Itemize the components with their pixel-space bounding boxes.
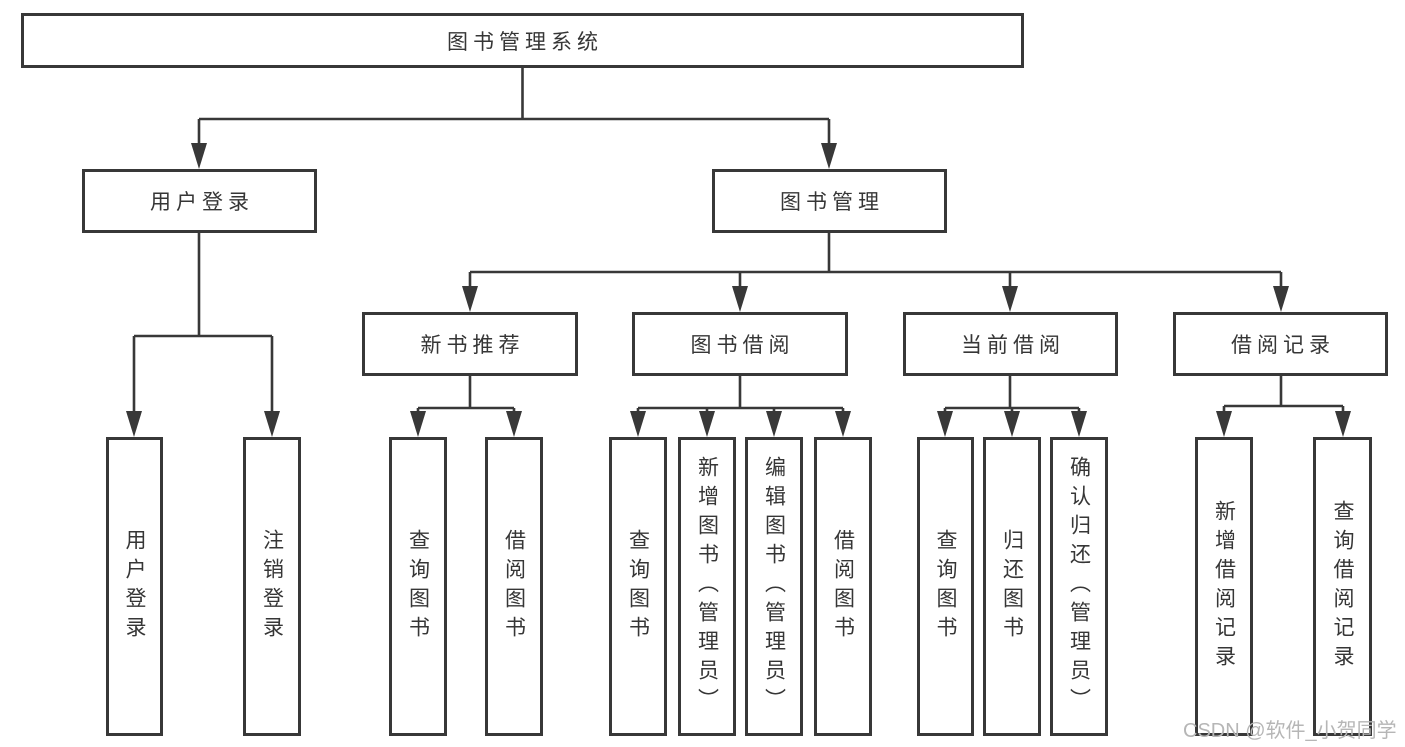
arrow-into-leaf-bb-add [699,411,715,437]
leaf-recommend-query-books-label: 查询图书 [406,528,430,645]
node-book-borrowing-label: 图书借阅 [690,334,795,357]
leaf-logout-login: 注销登录 [243,437,301,736]
arrowheads [126,143,1351,437]
arrow-into-leaf-user-login [126,411,142,437]
node-book-management-label: 图书管理 [780,191,884,214]
leaf-add-borrow-record: 新增借阅记录 [1195,437,1253,736]
csdn-watermark: CSDN @软件_小贺同学 [1183,720,1397,742]
leaf-confirm-return-admin-label: 确认归还（管理员） [1067,456,1091,717]
arrow-into-leaf-bb-borrow [835,411,851,437]
leaf-edit-books-admin: 编辑图书（管理员） [745,437,803,736]
node-user-login-label: 用户登录 [150,191,254,214]
leaf-borrowing-query-books-label: 查询图书 [626,528,650,645]
leaf-recommend-borrow-books: 借阅图书 [485,437,543,736]
leaf-add-books-admin-label: 新增图书（管理员） [695,456,719,717]
arrow-into-leaf-rec-borrow [506,411,522,437]
leaf-borrow-books: 借阅图书 [814,437,872,736]
leaf-recommend-query-books: 查询图书 [389,437,447,736]
leaf-borrow-books-label: 借阅图书 [831,528,855,645]
arrow-into-book-borrowing [732,286,748,312]
connector-bookmgmt-to-level3 [468,233,1283,290]
node-book-management: 图书管理 [712,169,947,233]
arrow-into-borrowing-records [1273,286,1289,312]
arrow-into-leaf-logout [264,411,280,437]
leaf-return-books-label: 归还图书 [1000,528,1024,645]
arrow-into-leaf-br-add [1216,411,1232,437]
connector-userlogin-to-leaves [132,233,274,414]
arrow-into-leaf-rec-query [410,411,426,437]
connector-current-to-leaves [943,376,1081,414]
arrow-into-leaf-cb-confirm [1071,411,1087,437]
leaf-borrowing-query-books: 查询图书 [609,437,667,736]
node-user-login: 用户登录 [82,169,317,233]
node-root: 图书管理系统 [21,13,1024,68]
node-new-book-recommend: 新书推荐 [362,312,578,376]
leaf-query-borrow-record: 查询借阅记录 [1313,437,1372,736]
leaf-add-borrow-record-label: 新增借阅记录 [1212,499,1236,674]
arrow-into-leaf-cb-return [1004,411,1020,437]
arrow-into-user-login [191,143,207,169]
node-borrowing-records: 借阅记录 [1173,312,1388,376]
connector-records-to-leaves [1222,376,1345,414]
arrow-into-current-borrowing [1002,286,1018,312]
leaf-current-query-books: 查询图书 [917,437,974,736]
node-current-borrowing-label: 当前借阅 [961,334,1065,357]
leaf-query-borrow-record-label: 查询借阅记录 [1331,499,1354,674]
node-borrowing-records-label: 借阅记录 [1231,334,1335,357]
connector-borrowing-to-leaves [636,376,845,414]
leaf-edit-books-admin-label: 编辑图书（管理员） [762,456,786,717]
arrow-into-new-book-recommend [462,286,478,312]
arrow-into-leaf-bb-query [630,411,646,437]
node-current-borrowing: 当前借阅 [903,312,1118,376]
leaf-add-books-admin: 新增图书（管理员） [678,437,736,736]
arrow-into-leaf-cb-query [937,411,953,437]
connector-root-to-level2 [197,68,831,147]
arrow-into-leaf-bb-edit [766,411,782,437]
connector-newbook-to-leaves [416,376,516,414]
node-new-book-recommend-label: 新书推荐 [420,334,525,357]
arrow-into-leaf-br-query [1335,411,1351,437]
leaf-user-login: 用户登录 [106,437,163,736]
leaf-logout-login-label: 注销登录 [260,528,284,645]
leaf-current-query-books-label: 查询图书 [934,528,957,645]
leaf-return-books: 归还图书 [983,437,1041,736]
node-root-label: 图书管理系统 [447,30,603,54]
node-book-borrowing: 图书借阅 [632,312,848,376]
arrow-into-book-management [821,143,837,169]
leaf-user-login-label: 用户登录 [123,528,146,645]
leaf-recommend-borrow-books-label: 借阅图书 [502,528,526,645]
leaf-confirm-return-admin: 确认归还（管理员） [1050,437,1108,736]
